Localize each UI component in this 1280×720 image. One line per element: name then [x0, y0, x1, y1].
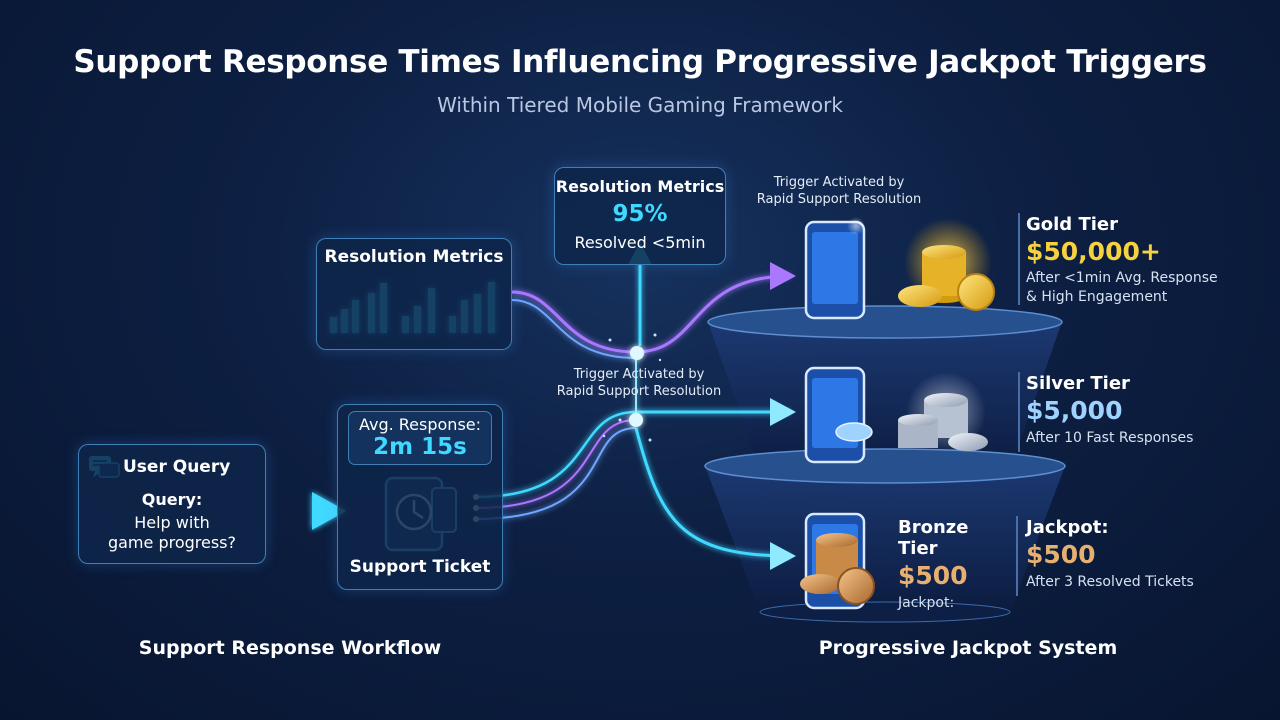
- jackpot-name: Jackpot:: [1026, 517, 1109, 538]
- jackpot-amount: $500: [1026, 540, 1096, 569]
- trigger-note-middle: Trigger Activated by Rapid Support Resol…: [544, 366, 734, 400]
- bronze-tier-name: Bronze Tier: [898, 517, 969, 559]
- gold-tier-amount: $50,000+: [1026, 237, 1161, 266]
- trigger-note-top: Trigger Activated by Rapid Support Resol…: [744, 174, 934, 208]
- user-query-card: User Query Query: Help with game progres…: [78, 444, 266, 564]
- gold-coins-icon: [898, 218, 995, 311]
- resolution-metrics-chart-card: Resolution Metrics: [316, 238, 512, 350]
- silver-tier-amount: $5,000: [1026, 396, 1123, 425]
- resolution-rate-detail: Resolved <5min: [574, 233, 706, 252]
- bronze-arrow-head: [770, 542, 796, 570]
- bronze-tier-label: Jackpot:: [898, 595, 955, 611]
- jackpot-line-1: After 3 Resolved Tickets: [1026, 574, 1194, 590]
- bronze-phone-icon: [800, 512, 875, 610]
- silver-divider: [1018, 372, 1020, 452]
- resolution-metrics-card: Resolution Metrics 95% Resolved <5min: [554, 167, 726, 265]
- resolution-metrics-heading: Resolution Metrics: [555, 177, 725, 196]
- trigger-note-top-line-1: Trigger Activated by: [773, 175, 905, 190]
- node-upper: [630, 346, 644, 360]
- query-line-1: Help with: [134, 513, 210, 532]
- gold-tier-line-2: & High Engagement: [1026, 289, 1168, 305]
- node-lower: [629, 413, 643, 427]
- avg-response-value: 2m 15s: [373, 434, 467, 460]
- sparkles: [602, 333, 662, 442]
- bronze-tier-info: Bronze Tier $500 Jackpot:: [898, 517, 1013, 613]
- trigger-note-top-line-2: Rapid Support Resolution: [756, 192, 922, 207]
- trigger-note-middle-line-2: Rapid Support Resolution: [556, 384, 722, 399]
- query-label: Query:: [141, 490, 203, 509]
- query-line-2: game progress?: [107, 533, 237, 552]
- jackpot-info: Jackpot: $500 After 3 Resolved Tickets: [1026, 517, 1266, 592]
- footer-left-label: Support Response Workflow: [138, 637, 442, 659]
- silver-tier-name: Silver Tier: [1026, 373, 1130, 394]
- jackpot-funnel: [704, 305, 1066, 623]
- flow-lines: [475, 262, 791, 558]
- gold-divider: [1018, 213, 1020, 305]
- avg-response-box: Avg. Response: 2m 15s: [348, 411, 492, 465]
- gold-tier-name: Gold Tier: [1026, 214, 1118, 235]
- support-ticket-card: Avg. Response: 2m 15s Support Ticket: [337, 404, 503, 590]
- footer-right-label: Progressive Jackpot System: [818, 637, 1118, 659]
- silver-phone-icon: [804, 366, 873, 464]
- resolution-metrics-chart-heading: Resolution Metrics: [324, 247, 504, 267]
- resolution-rate-value: 95%: [612, 201, 668, 227]
- avg-response-label: Avg. Response:: [358, 415, 482, 434]
- user-query-heading: User Query: [123, 457, 231, 477]
- silver-tier-info: Silver Tier $5,000 After 10 Fast Respons…: [1026, 373, 1266, 448]
- bronze-divider: [1016, 516, 1018, 596]
- query-arrow-head: [312, 492, 346, 530]
- gold-tier-info: Gold Tier $50,000+ After <1min Avg. Resp…: [1026, 214, 1266, 307]
- gold-arrow-head: [770, 262, 796, 290]
- page-subtitle: Within Tiered Mobile Gaming Framework: [437, 93, 843, 117]
- support-ticket-label: Support Ticket: [349, 557, 491, 577]
- bronze-tier-amount: $500: [898, 561, 968, 590]
- gold-phone-icon: [804, 217, 866, 320]
- trigger-note-middle-line-1: Trigger Activated by: [573, 367, 705, 382]
- silver-coins-icon: [898, 372, 988, 452]
- silver-tier-line-1: After 10 Fast Responses: [1026, 430, 1194, 446]
- page-title: Support Response Times Influencing Progr…: [73, 44, 1207, 80]
- gold-tier-line-1: After <1min Avg. Response: [1026, 270, 1218, 286]
- silver-arrow-head: [770, 398, 796, 426]
